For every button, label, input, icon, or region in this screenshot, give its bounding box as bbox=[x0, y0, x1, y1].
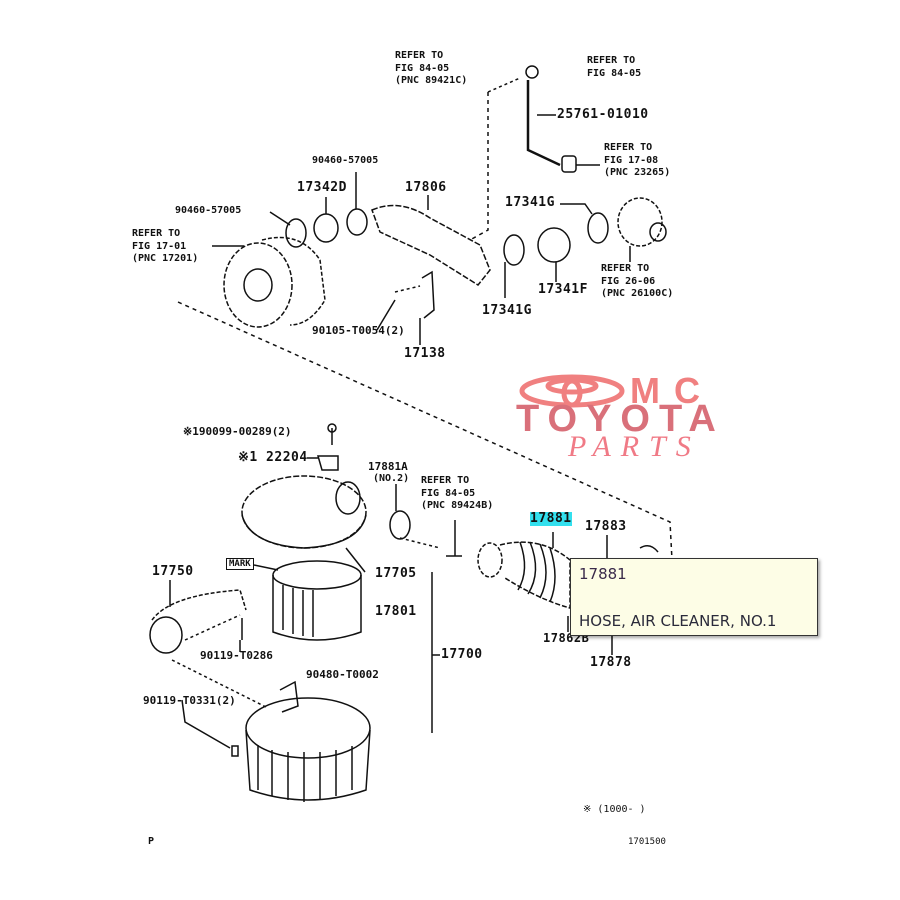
part-label[interactable]: 90460-57005 bbox=[175, 205, 242, 216]
reference-note-fig-17-08: REFER TO FIG 17-08 (PNC 23265) bbox=[604, 142, 670, 180]
sensor-22204 bbox=[317, 455, 339, 471]
mark-box: MARK bbox=[226, 558, 254, 570]
reference-note-fig-84-05-top-right: REFER TO FIG 84-05 bbox=[587, 55, 641, 80]
footnote: ※ (1000- ) bbox=[583, 804, 646, 815]
bracket-17750 bbox=[151, 589, 247, 621]
part-label[interactable]: 17705 bbox=[375, 566, 417, 581]
watermark-logo: MC TOYOTA PARTS bbox=[510, 370, 800, 465]
part-label[interactable]: 17700 bbox=[441, 647, 483, 662]
part-label[interactable]: 17750 bbox=[152, 564, 194, 579]
fitting-top bbox=[525, 65, 539, 79]
reference-note-fig-84-05-top-left: REFER TO FIG 84-05 (PNC 89421C) bbox=[395, 50, 467, 88]
ref-line: (PNC 26100C) bbox=[601, 288, 674, 299]
ref-line: (PNC 89421C) bbox=[395, 75, 468, 86]
ref-line: REFER TO bbox=[132, 228, 181, 239]
part-label[interactable]: 17342D bbox=[297, 180, 347, 195]
ref-line: (PNC 89424B) bbox=[421, 500, 494, 511]
watermark-mc: MC bbox=[630, 370, 714, 411]
part-label[interactable]: 17341F bbox=[538, 282, 588, 297]
corner-mark: P bbox=[148, 836, 155, 847]
part-label[interactable]: 90119-T0331(2) bbox=[143, 694, 236, 707]
ref-line: FIG 84-05 bbox=[587, 67, 642, 79]
part-label[interactable]: 90119-T0286 bbox=[200, 649, 273, 662]
tooltip-description: HOSE, AIR CLEANER, NO.1 bbox=[579, 612, 777, 630]
part-label[interactable]: 90480-T0002 bbox=[306, 668, 379, 681]
ref-line: FIG 17-01 bbox=[132, 240, 187, 252]
mark-label: MARK bbox=[226, 558, 254, 571]
part-label-note: (NO.2) bbox=[373, 473, 410, 484]
part-label[interactable]: 17806 bbox=[405, 180, 447, 195]
clamp-90460-right bbox=[346, 208, 368, 236]
part-label[interactable]: 17878 bbox=[590, 655, 632, 670]
tooltip-part-number: 17881 bbox=[579, 565, 627, 583]
ref-line: REFER TO bbox=[604, 142, 653, 153]
part-label[interactable]: 17883 bbox=[585, 519, 627, 534]
ref-line: FIG 84-05 bbox=[395, 62, 450, 74]
ring-17341G-right bbox=[587, 212, 609, 244]
pipe-25761 bbox=[526, 80, 561, 167]
throttle-body-drawing bbox=[617, 197, 667, 247]
mark-leader bbox=[253, 564, 279, 571]
part-label[interactable]: 90105-T0054(2) bbox=[312, 324, 405, 337]
dashed-guide-line bbox=[487, 77, 521, 93]
ref-line: FIG 17-08 bbox=[604, 154, 659, 166]
part-label-highlighted[interactable]: 17881 bbox=[530, 511, 572, 526]
hose-17806 bbox=[371, 204, 491, 286]
assembly-bracket-17700 bbox=[431, 572, 440, 733]
part-label[interactable]: ※1 22204 bbox=[238, 450, 308, 465]
reference-note-fig-84-05-lower: REFER TO FIG 84-05 (PNC 89424B) bbox=[421, 475, 493, 513]
ref-line: (PNC 17201) bbox=[132, 253, 199, 264]
reference-note-fig-26-06: REFER TO FIG 26-06 (PNC 26100C) bbox=[601, 263, 673, 301]
clamp-17881A bbox=[389, 510, 411, 540]
part-tooltip: 17881 HOSE, AIR CLEANER, NO.1 bbox=[570, 558, 818, 636]
ref-line: REFER TO bbox=[601, 263, 650, 274]
turbocharger-drawing bbox=[223, 236, 326, 328]
air-cleaner-case-drawing bbox=[245, 680, 371, 802]
part-label[interactable]: 17138 bbox=[404, 346, 446, 361]
ref-line: FIG 26-06 bbox=[601, 275, 656, 287]
hose-17341F bbox=[537, 227, 571, 263]
part-label[interactable]: 17801 bbox=[375, 604, 417, 619]
diagram-code: 1701500 bbox=[628, 837, 666, 847]
part-label[interactable]: 17881A bbox=[368, 460, 408, 473]
air-cleaner-cap-drawing bbox=[241, 475, 367, 549]
dashed-guide-line bbox=[469, 92, 489, 241]
ref-line: FIG 84-05 bbox=[421, 487, 476, 499]
watermark-parts: PARTS bbox=[568, 430, 701, 463]
bracket-17138 bbox=[421, 270, 435, 319]
part-label[interactable]: 17341G bbox=[482, 303, 532, 318]
fitting-bottom bbox=[561, 155, 577, 173]
clamp-90460-left bbox=[285, 218, 307, 248]
part-label[interactable]: ※190099-00289(2) bbox=[183, 425, 292, 438]
toyota-emblem-icon bbox=[519, 374, 625, 408]
watermark-toyota: TOYOTA bbox=[516, 398, 725, 440]
ref-line: REFER TO bbox=[587, 55, 636, 66]
reference-note-fig-17-01: REFER TO FIG 17-01 (PNC 17201) bbox=[132, 228, 198, 266]
dashed-guide-line bbox=[177, 301, 673, 561]
part-label[interactable]: 25761-01010 bbox=[557, 107, 649, 122]
ref-line: REFER TO bbox=[421, 475, 470, 486]
part-label[interactable]: 17341G bbox=[505, 195, 555, 210]
part-label[interactable]: 90460-57005 bbox=[312, 155, 379, 166]
filter-element-drawing bbox=[272, 560, 362, 641]
ref-line: (PNC 23265) bbox=[604, 167, 671, 178]
ring-17341G-left bbox=[503, 234, 525, 266]
ref-line: REFER TO bbox=[395, 50, 444, 61]
ring-17342D bbox=[313, 213, 339, 243]
hose-17881-drawing bbox=[477, 541, 571, 609]
